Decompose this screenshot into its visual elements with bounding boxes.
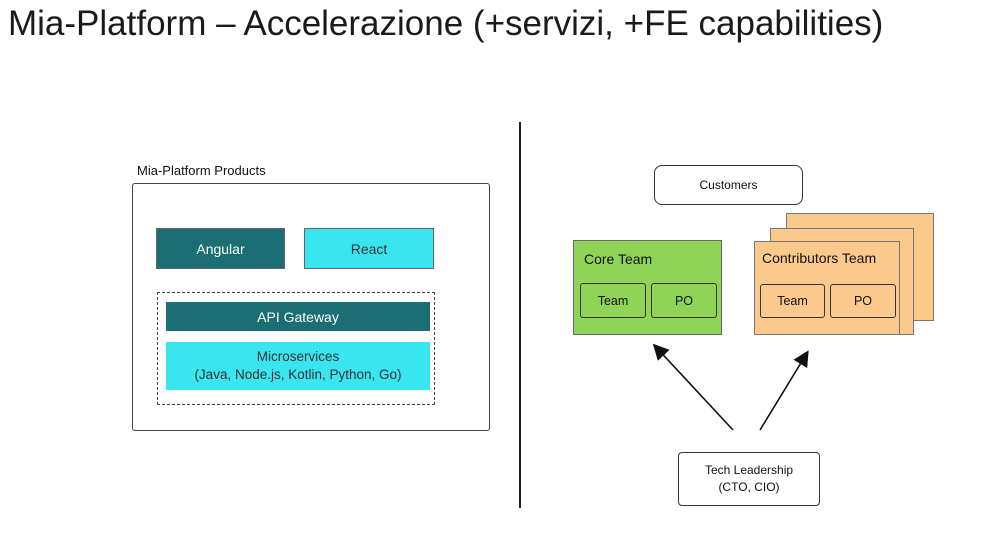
microservices-box: Microservices (Java, Node.js, Kotlin, Py… <box>166 342 430 390</box>
core-team-box: Core Team Team PO <box>573 240 722 335</box>
contributors-team-box: Contributors Team Team PO <box>754 241 900 335</box>
tech-leadership-subtitle: (CTO, CIO) <box>718 480 780 494</box>
api-gateway-box: API Gateway <box>166 302 430 331</box>
contributors-team-po-box: PO <box>830 284 896 318</box>
slide-title: Mia-Platform – Accelerazione (+servizi, … <box>8 4 884 43</box>
vertical-divider <box>519 122 521 508</box>
core-team-team-box: Team <box>580 283 646 318</box>
arrow-leadership-to-core <box>652 343 734 431</box>
react-box: React <box>304 228 434 269</box>
microservices-languages: (Java, Node.js, Kotlin, Python, Go) <box>194 367 402 382</box>
tech-leadership-box: Tech Leadership (CTO, CIO) <box>678 452 820 506</box>
products-container <box>132 183 490 431</box>
backend-group <box>157 292 435 405</box>
arrow-leadership-to-contributors <box>759 350 809 431</box>
core-team-label: Core Team <box>584 251 653 267</box>
contributors-team-label: Contributors Team <box>762 250 877 266</box>
products-label: Mia-Platform Products <box>137 163 266 178</box>
customers-box: Customers <box>654 165 803 205</box>
contributors-team-team-box: Team <box>760 284 825 318</box>
core-team-po-box: PO <box>651 283 717 318</box>
tech-leadership-title: Tech Leadership <box>704 463 794 477</box>
microservices-title: Microservices <box>256 349 340 364</box>
angular-box: Angular <box>156 228 285 269</box>
